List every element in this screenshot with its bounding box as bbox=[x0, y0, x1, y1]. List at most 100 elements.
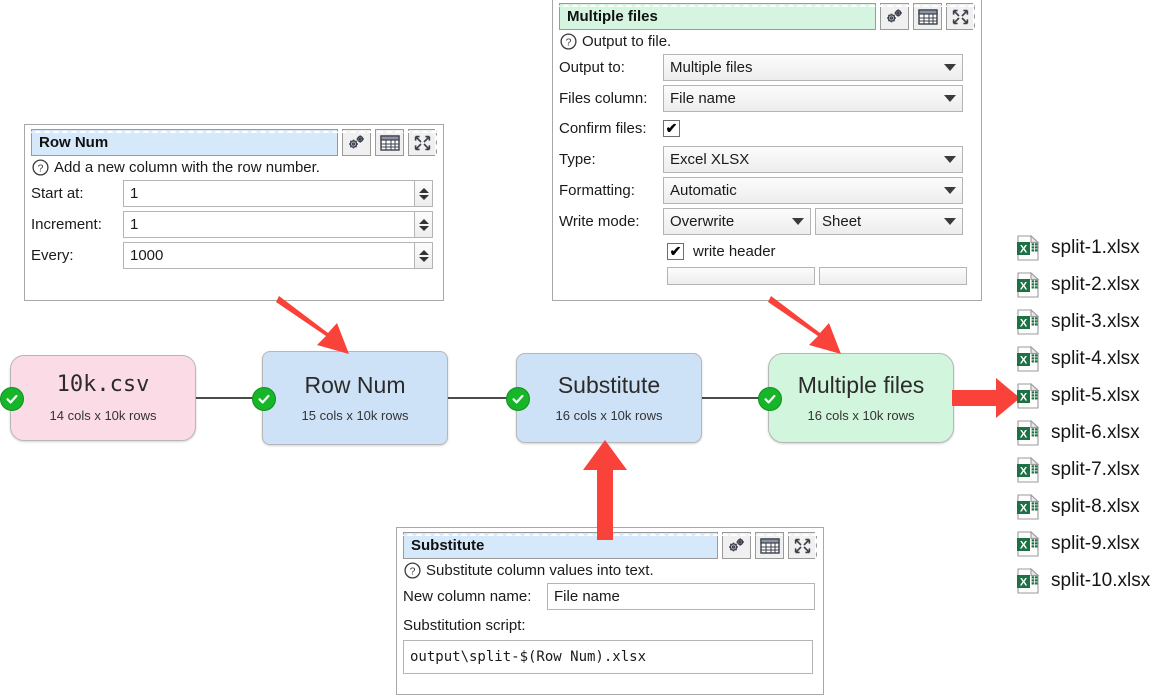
node-subtitle: 15 cols x 10k rows bbox=[301, 408, 409, 424]
torn-edge-right bbox=[435, 125, 444, 300]
svg-text:X: X bbox=[1020, 502, 1028, 514]
field-every[interactable]: Every: 1000 bbox=[31, 242, 437, 269]
combo-value: File name bbox=[670, 90, 736, 107]
list-item[interactable]: X split-2.xlsx bbox=[1016, 266, 1150, 303]
node-title: Row Num bbox=[304, 371, 406, 398]
chevron-down-icon bbox=[944, 187, 956, 194]
gear-icon[interactable] bbox=[722, 532, 751, 559]
type-combo[interactable]: Excel XLSX bbox=[663, 146, 963, 173]
node-subtitle: 16 cols x 10k rows bbox=[807, 408, 915, 424]
start-at-stepper[interactable] bbox=[415, 180, 433, 207]
gear-icon[interactable] bbox=[880, 3, 909, 30]
panel-title-field[interactable]: Substitute bbox=[403, 532, 718, 559]
node-source-10k-csv[interactable]: 10k.csv 14 cols x 10k rows bbox=[0, 355, 196, 441]
torn-edge-bottom bbox=[25, 292, 443, 301]
svg-text:?: ? bbox=[38, 162, 44, 174]
partial-combo-a[interactable] bbox=[667, 267, 815, 285]
field-start-at[interactable]: Start at: 1 bbox=[31, 180, 437, 207]
write-mode-combo[interactable]: Overwrite bbox=[663, 208, 811, 235]
list-item[interactable]: X split-1.xlsx bbox=[1016, 229, 1150, 266]
list-item[interactable]: X split-3.xlsx bbox=[1016, 303, 1150, 340]
field-new-column-name[interactable]: New column name: File name bbox=[403, 583, 817, 610]
node-substitute[interactable]: Substitute 16 cols x 10k rows bbox=[506, 353, 702, 443]
field-increment[interactable]: Increment: 1 bbox=[31, 211, 437, 238]
increment-stepper[interactable] bbox=[415, 211, 433, 238]
torn-edge-right bbox=[815, 528, 824, 694]
list-item[interactable]: X split-8.xlsx bbox=[1016, 488, 1150, 525]
formatting-combo[interactable]: Automatic bbox=[663, 177, 963, 204]
panel-title-field[interactable]: Multiple files bbox=[559, 3, 876, 30]
help-icon: ? bbox=[32, 159, 49, 176]
input-value: 1 bbox=[130, 215, 139, 233]
write-header-label: write header bbox=[693, 242, 776, 260]
field-label: Formatting: bbox=[559, 182, 635, 199]
expand-icon[interactable] bbox=[946, 3, 975, 30]
field-output-to[interactable]: Output to: Multiple files bbox=[559, 54, 975, 81]
svg-text:X: X bbox=[1020, 354, 1028, 366]
output-to-combo[interactable]: Multiple files bbox=[663, 54, 963, 81]
write-header-checkbox[interactable]: ✔ bbox=[667, 242, 684, 260]
field-write-mode[interactable]: Write mode: Overwrite Sheet bbox=[559, 208, 975, 235]
chevron-down-icon bbox=[792, 218, 804, 225]
svg-text:X: X bbox=[1020, 539, 1028, 551]
panel-help-text: Output to file. bbox=[582, 33, 672, 50]
confirm-files-checkbox[interactable]: ✔ bbox=[663, 119, 680, 137]
every-stepper[interactable] bbox=[415, 242, 433, 269]
table-icon[interactable] bbox=[913, 3, 942, 30]
panel-substitute[interactable]: Substitute bbox=[396, 527, 824, 695]
gear-icon[interactable] bbox=[342, 129, 371, 156]
node-row-num[interactable]: Row Num 15 cols x 10k rows bbox=[252, 351, 448, 445]
table-icon[interactable] bbox=[375, 129, 404, 156]
table-icon[interactable] bbox=[755, 532, 784, 559]
panel-row-num[interactable]: Row Num bbox=[24, 124, 444, 301]
new-column-name-input[interactable]: File name bbox=[547, 583, 815, 610]
node-subtitle: 16 cols x 10k rows bbox=[555, 408, 663, 424]
expand-icon[interactable] bbox=[788, 532, 817, 559]
excel-file-icon: X bbox=[1017, 308, 1040, 335]
combo-value: Sheet bbox=[822, 213, 862, 230]
panel-help-text: Add a new column with the row number. bbox=[54, 159, 320, 176]
file-name: split-5.xlsx bbox=[1051, 384, 1140, 406]
node-multiple-files[interactable]: Multiple files 16 cols x 10k rows bbox=[758, 353, 954, 443]
annotation-arrow-to-row-num bbox=[276, 296, 349, 354]
node-title: 10k.csv bbox=[56, 372, 150, 398]
excel-file-icon: X bbox=[1017, 567, 1040, 594]
files-column-combo[interactable]: File name bbox=[663, 85, 963, 112]
field-partial-row[interactable] bbox=[559, 267, 975, 285]
check-icon bbox=[252, 387, 276, 411]
output-file-list: X split-1.xlsx X split-2.xlsx X bbox=[1016, 229, 1150, 599]
list-item[interactable]: X split-6.xlsx bbox=[1016, 414, 1150, 451]
field-formatting[interactable]: Formatting: Automatic bbox=[559, 177, 975, 204]
partial-combo-b[interactable] bbox=[819, 267, 967, 285]
start-at-input[interactable]: 1 bbox=[123, 180, 415, 207]
list-item[interactable]: X split-10.xlsx bbox=[1016, 562, 1150, 599]
file-name: split-3.xlsx bbox=[1051, 310, 1140, 332]
list-item[interactable]: X split-9.xlsx bbox=[1016, 525, 1150, 562]
input-value: 1000 bbox=[130, 246, 164, 264]
every-input[interactable]: 1000 bbox=[123, 242, 415, 269]
panel-multiple-files[interactable]: Multiple files bbox=[552, 0, 982, 301]
excel-file-icon: X bbox=[1017, 493, 1040, 520]
substitution-script-editor[interactable]: output\split-$(Row Num).xlsx bbox=[403, 640, 813, 674]
field-label: Substitution script: bbox=[403, 617, 526, 634]
panel-title-field[interactable]: Row Num bbox=[31, 129, 338, 156]
field-write-header[interactable]: ✔ write header bbox=[559, 239, 975, 263]
increment-input[interactable]: 1 bbox=[123, 211, 415, 238]
field-confirm-files[interactable]: Confirm files: ✔ bbox=[559, 116, 975, 140]
help-icon: ? bbox=[404, 562, 421, 579]
file-name: split-1.xlsx bbox=[1051, 236, 1140, 258]
svg-text:X: X bbox=[1020, 576, 1028, 588]
file-name: split-8.xlsx bbox=[1051, 495, 1140, 517]
expand-icon[interactable] bbox=[408, 129, 437, 156]
excel-file-icon: X bbox=[1017, 456, 1040, 483]
panel-help-line: ? Output to file. bbox=[560, 33, 975, 50]
field-type[interactable]: Type: Excel XLSX bbox=[559, 146, 975, 173]
panel-header: Multiple files bbox=[559, 3, 975, 30]
field-files-column[interactable]: Files column: File name bbox=[559, 85, 975, 112]
list-item[interactable]: X split-5.xlsx bbox=[1016, 377, 1150, 414]
sheet-combo[interactable]: Sheet bbox=[815, 208, 963, 235]
list-item[interactable]: X split-7.xlsx bbox=[1016, 451, 1150, 488]
list-item[interactable]: X split-4.xlsx bbox=[1016, 340, 1150, 377]
input-value: 1 bbox=[130, 184, 139, 202]
excel-file-icon: X bbox=[1017, 419, 1040, 446]
